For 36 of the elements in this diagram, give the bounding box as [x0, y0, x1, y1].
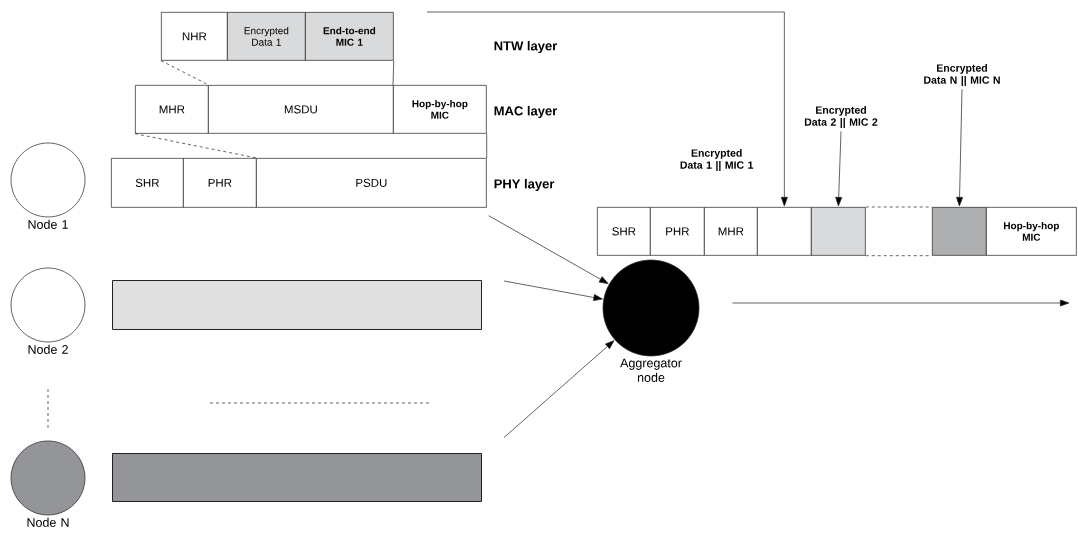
packet-field	[757, 207, 812, 256]
packet-bar	[112, 280, 482, 330]
packet-field: PHR	[650, 207, 705, 256]
arrow	[488, 215, 609, 284]
dashed-line	[865, 206, 933, 208]
arrow	[426, 11, 788, 207]
node-label: Node N	[27, 517, 69, 527]
packet-field: Hop-by-hop MIC	[986, 207, 1077, 256]
packet-field: End-to-end MIC 1	[305, 12, 394, 61]
packet-field: MHR	[704, 207, 758, 256]
packet-field: SHR	[111, 158, 184, 208]
packet-field	[811, 207, 866, 256]
connector-line	[486, 133, 488, 159]
packet-field: MHR	[135, 85, 209, 134]
field-label: Encrypted Data 2 || MIC 2	[804, 106, 878, 128]
packet-field: PHR	[183, 158, 257, 208]
node-label: Node 1	[28, 219, 68, 229]
connector-line	[392, 60, 395, 86]
node-label: Node 2	[28, 344, 68, 354]
node-label: Aggregator node	[620, 358, 682, 382]
packet-field: Encrypted Data 1	[227, 12, 306, 61]
edge-label: Encrypted Data 1 || MIC 1	[680, 149, 754, 171]
arrow	[503, 340, 615, 438]
packet-field: Hop-by-hop MIC	[393, 85, 487, 134]
arrow	[503, 280, 603, 301]
packet-field	[932, 207, 987, 256]
arrow	[835, 130, 843, 207]
packet-field: NHR	[161, 12, 228, 61]
layer-label: NTW layer	[494, 40, 558, 54]
packet-field: SHR	[597, 207, 651, 256]
dashed-line	[134, 133, 258, 159]
arrow	[956, 88, 963, 207]
field-label: Encrypted Data N || MIC N	[924, 64, 1000, 86]
packet-bar	[112, 453, 482, 502]
dashed-line	[865, 255, 933, 257]
arrow	[732, 299, 1070, 307]
